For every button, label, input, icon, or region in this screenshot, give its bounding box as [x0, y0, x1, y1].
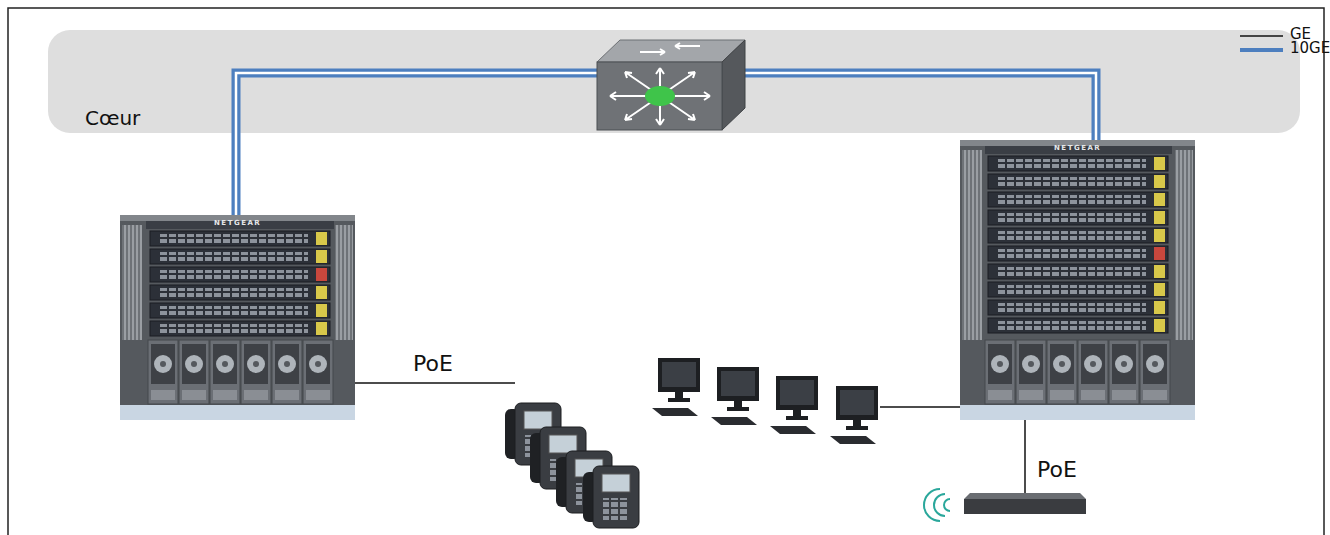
chassis-switch [960, 140, 1195, 420]
legend-text: GE [1290, 27, 1311, 42]
brand-label: NETGEAR [214, 220, 261, 227]
band-title: Cœur [85, 106, 140, 130]
access-point [924, 489, 1086, 521]
core-band: Cœur [48, 30, 1300, 133]
ip-phone [505, 403, 639, 528]
workstation [652, 358, 878, 444]
legend-text: 10GE [1290, 41, 1330, 56]
ge-wire [355, 383, 1025, 493]
link-label: PoE [1037, 459, 1077, 481]
link-label: PoE [413, 353, 453, 375]
brand-label: NETGEAR [1054, 145, 1101, 152]
frame [8, 8, 1324, 535]
chassis-switch [120, 215, 355, 420]
